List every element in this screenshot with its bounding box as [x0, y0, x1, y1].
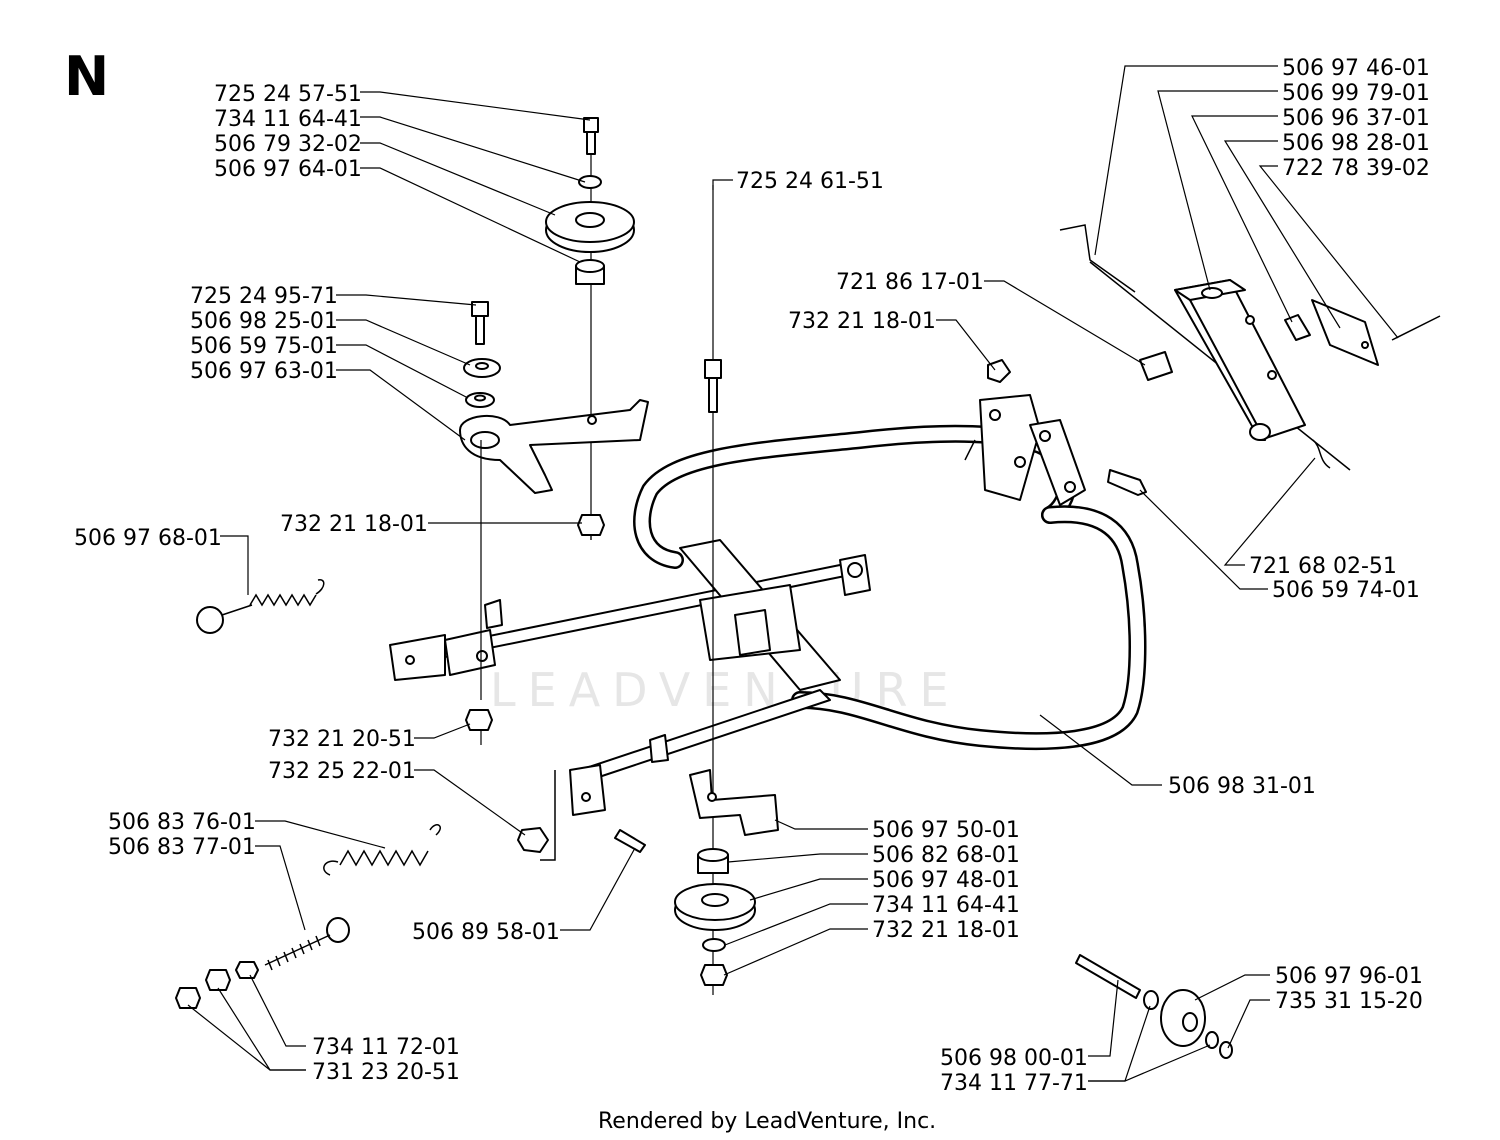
part-label-725-24-61-51: 725 24 61-51	[736, 169, 884, 194]
part-label-735-31-15-20: 735 31 15-20	[1275, 989, 1423, 1014]
bolt-flange-icon	[614, 829, 646, 853]
part-label-721-86-17-01: 721 86 17-01	[836, 270, 984, 295]
part-label-506-97-48-01: 506 97 48-01	[872, 868, 1020, 893]
section-letter: N	[64, 45, 109, 108]
part-label-506-97-50-01: 506 97 50-01	[872, 818, 1020, 843]
spring-lower	[175, 824, 441, 1009]
part-label-506-79-32-02: 506 79 32-02	[214, 132, 362, 157]
part-label-506-98-00-01: 506 98 00-01	[940, 1046, 1088, 1071]
part-label-506-97-46-01: 506 97 46-01	[1282, 56, 1430, 81]
footer-credit: Rendered by LeadVenture, Inc.	[598, 1109, 936, 1134]
part-label-506-97-96-01: 506 97 96-01	[1275, 964, 1423, 989]
nut-left-icon	[465, 709, 493, 731]
leader-lines	[187, 65, 1399, 1082]
part-label-506-89-58-01: 506 89 58-01	[412, 920, 560, 945]
part-label-506-98-31-01: 506 98 31-01	[1168, 774, 1316, 799]
part-label-506-83-76-01: 506 83 76-01	[108, 810, 256, 835]
left-bolt-stack	[463, 301, 501, 408]
lower-pulley-stack	[674, 185, 779, 995]
part-label-731-23-20-51: 731 23 20-51	[312, 1060, 460, 1085]
part-label-725-24-95-71: 725 24 95-71	[190, 284, 338, 309]
nut-flange-icon	[517, 827, 549, 853]
part-labels: 725 24 57-51 734 11 64-41 506 79 32-02 5…	[74, 56, 1430, 1096]
part-label-732-21-18-01-center: 732 21 18-01	[280, 512, 428, 537]
wheel-assembly	[1075, 954, 1233, 1059]
part-label-506-82-68-01: 506 82 68-01	[872, 843, 1020, 868]
part-label-506-98-28-01: 506 98 28-01	[1282, 131, 1430, 156]
part-label-506-98-25-01: 506 98 25-01	[190, 309, 338, 334]
part-label-734-11-64-41-lower: 734 11 64-41	[872, 893, 1020, 918]
part-label-506-97-63-01: 506 97 63-01	[190, 359, 338, 384]
part-label-721-68-02-51: 721 68 02-51	[1249, 554, 1397, 579]
part-label-506-96-37-01: 506 96 37-01	[1282, 106, 1430, 131]
part-label-732-21-18-01-rear: 732 21 18-01	[788, 309, 936, 334]
pedal-bracket-assembly	[987, 224, 1441, 496]
part-label-734-11-77-71: 734 11 77-71	[940, 1071, 1088, 1096]
part-label-732-21-20-51: 732 21 20-51	[268, 727, 416, 752]
idler-arm	[459, 399, 649, 700]
part-label-506-83-77-01: 506 83 77-01	[108, 835, 256, 860]
part-label-725-24-57-51: 725 24 57-51	[214, 82, 362, 107]
nut-center-icon	[577, 514, 605, 536]
part-label-506-59-74-01: 506 59 74-01	[1272, 578, 1420, 603]
part-label-506-97-64-01: 506 97 64-01	[214, 157, 362, 182]
part-label-734-11-72-01: 734 11 72-01	[312, 1035, 460, 1060]
part-label-506-97-68-01: 506 97 68-01	[74, 526, 222, 551]
spring-left	[196, 579, 325, 634]
frame-assembly	[389, 394, 1147, 816]
part-label-506-99-79-01: 506 99 79-01	[1282, 81, 1430, 106]
part-label-506-59-75-01: 506 59 75-01	[190, 334, 338, 359]
part-label-734-11-64-41: 734 11 64-41	[214, 107, 362, 132]
part-label-722-78-39-02: 722 78 39-02	[1282, 156, 1430, 181]
upper-pulley-stack	[545, 117, 635, 540]
part-label-732-21-18-01-lower: 732 21 18-01	[872, 918, 1020, 943]
part-label-732-25-22-01: 732 25 22-01	[268, 759, 416, 784]
